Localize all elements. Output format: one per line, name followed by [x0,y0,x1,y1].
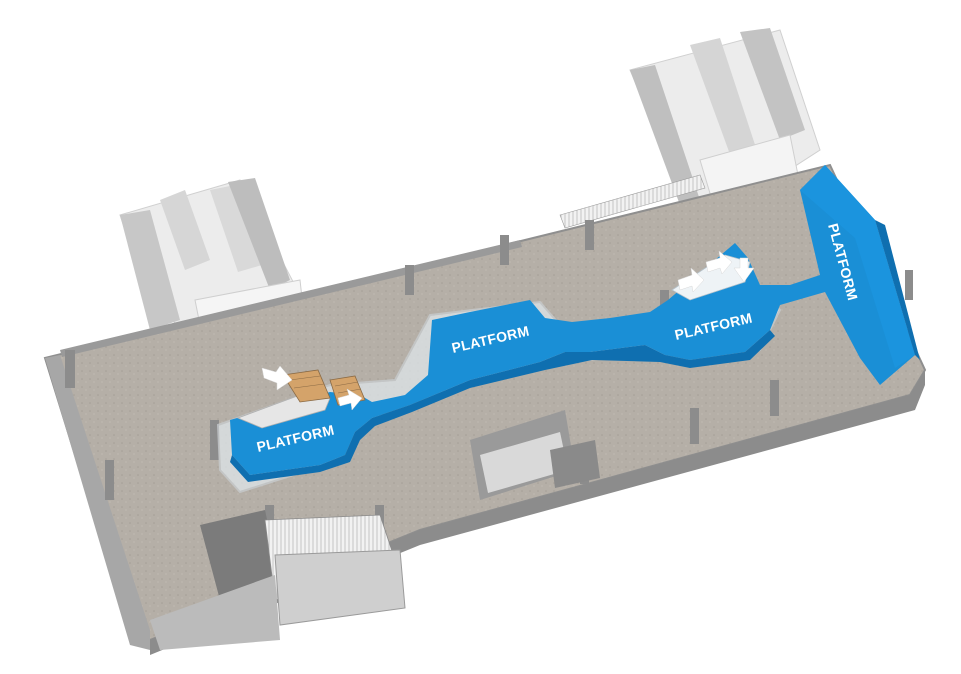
arrow-icon [733,257,755,283]
flow-arrows [261,250,755,411]
building-left [119,178,306,351]
stair-block [150,510,406,650]
entrance-block [470,410,600,500]
arrow-icon [261,365,293,391]
arrow-icon [677,267,705,293]
arrow-icon [705,250,733,275]
arrow-icon [337,388,363,411]
platform-area [230,165,920,482]
